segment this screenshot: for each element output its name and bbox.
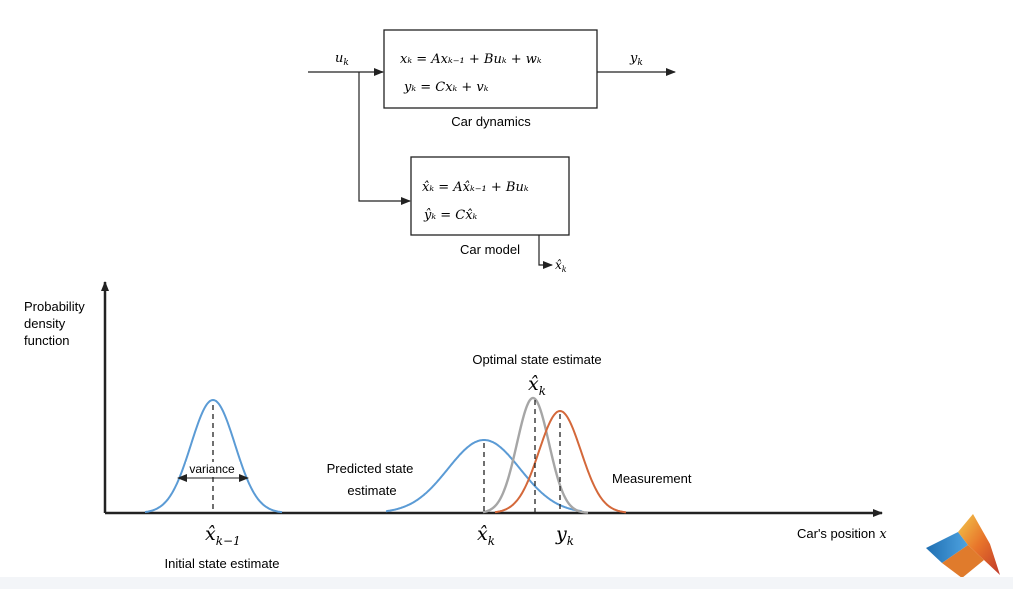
dynamics-equation-output: yₖ = Cxₖ + vₖ <box>403 80 489 95</box>
initial-estimate-symbol: x̂k−1 <box>205 523 241 548</box>
predicted-caption-line1: Predicted state <box>327 461 414 476</box>
measurement-curve <box>494 409 627 514</box>
footer-strip <box>0 577 1013 589</box>
matlab-logo-icon <box>926 514 1000 578</box>
optimal-caption: Optimal state estimate <box>472 352 601 367</box>
optimal-estimate-symbol: x̂k <box>528 373 546 398</box>
measurement-caption: Measurement <box>612 471 692 486</box>
branch-arrow <box>358 72 411 205</box>
car-model-box <box>410 156 570 236</box>
predicted-estimate-curve <box>385 439 583 513</box>
variance-label-bg <box>186 462 240 474</box>
car-dynamics-box <box>383 29 598 109</box>
block-diagram: uk xₖ = Axₖ₋₁ + Buₖ + wₖ yₖ = Cxₖ + vₖ C… <box>308 29 676 274</box>
model-output-arrow <box>538 235 553 269</box>
model-equation-state: x̂ₖ = Ax̂ₖ₋₁ + Buₖ <box>422 180 529 195</box>
pdf-plot: Probability density function Car's posit… <box>24 281 887 571</box>
y-axis-label-line2: density <box>24 316 66 331</box>
car-model-caption: Car model <box>460 242 520 257</box>
model-equation-output: ŷₖ = Cx̂ₖ <box>423 208 478 223</box>
y-axis-label-line1: Probability <box>24 299 85 314</box>
output-label: yk <box>629 51 643 68</box>
y-axis-label-line3: function <box>24 333 70 348</box>
measurement-symbol: yk <box>555 523 574 548</box>
model-output-label: x̂k <box>555 258 567 274</box>
predicted-estimate-symbol: x̂k <box>477 523 495 548</box>
car-dynamics-caption: Car dynamics <box>451 114 531 129</box>
optimal-estimate-curve <box>482 396 589 514</box>
dynamics-equation-state: xₖ = Axₖ₋₁ + Buₖ + wₖ <box>400 52 542 67</box>
predicted-caption-line2: estimate <box>347 483 396 498</box>
input-label: uk <box>335 51 349 68</box>
initial-estimate-caption: Initial state estimate <box>165 556 280 571</box>
initial-estimate-curve <box>144 398 283 514</box>
variance-label: variance <box>189 462 235 476</box>
